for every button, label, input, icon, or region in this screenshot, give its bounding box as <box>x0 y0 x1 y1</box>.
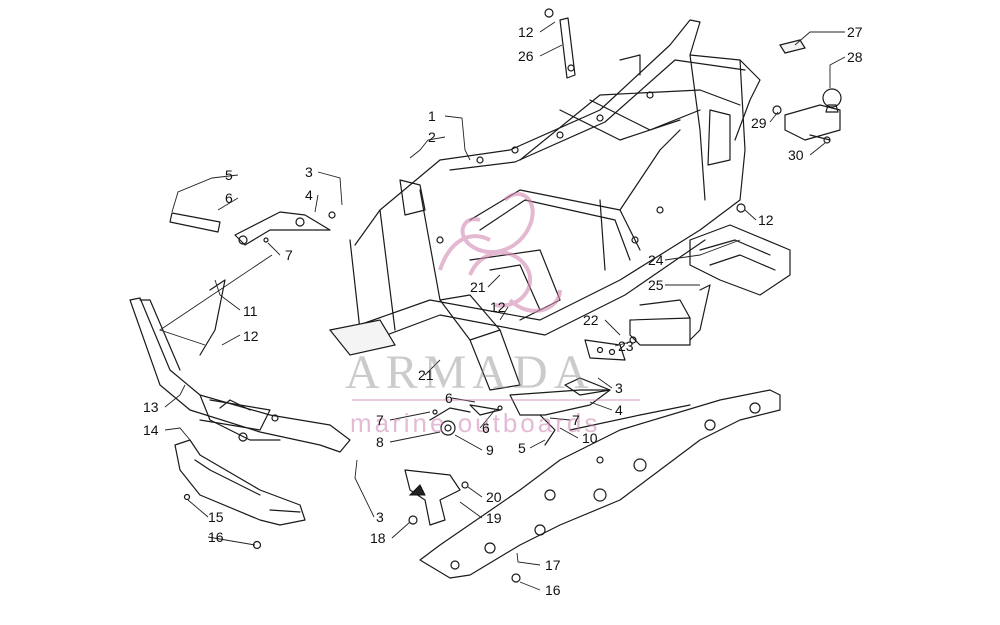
callout-18: 18 <box>370 530 386 546</box>
callout-13: 13 <box>143 399 159 415</box>
callout-7-mid: 7 <box>376 412 384 428</box>
right-footrest <box>629 224 791 346</box>
callout-5-mid: 5 <box>518 440 526 456</box>
watermark-tagline: marine outboards <box>350 408 600 438</box>
callout-26: 26 <box>518 48 534 64</box>
callout-8: 8 <box>376 434 384 450</box>
top-link <box>544 8 746 213</box>
callout-30: 30 <box>788 147 804 163</box>
callout-12-mid: 12 <box>490 299 506 315</box>
mid-footrest-bracket <box>429 377 611 446</box>
callout-11: 11 <box>243 303 258 319</box>
rear-hitch <box>772 39 842 144</box>
callout-4: 4 <box>305 187 313 203</box>
callout-27: 27 <box>847 24 863 40</box>
callout-5: 5 <box>225 167 233 183</box>
armada-logo-icon <box>438 192 562 313</box>
leader-lines <box>158 21 846 591</box>
callout-3-mid: 3 <box>615 380 623 396</box>
callout-21-lower: 21 <box>418 367 434 383</box>
callout-12: 12 <box>243 328 259 344</box>
callout-22: 22 <box>583 312 599 328</box>
callout-20: 20 <box>486 489 502 505</box>
callout-4-mid: 4 <box>615 402 623 418</box>
callout-23: 23 <box>618 338 634 354</box>
callout-7-right: 7 <box>572 412 580 428</box>
callout-19: 19 <box>486 510 502 526</box>
callout-7: 7 <box>285 247 293 263</box>
watermark-brand: ARMADA <box>345 346 594 399</box>
callout-labels: 1 2 3 4 5 6 7 11 12 13 14 15 16 3 18 12 … <box>143 24 863 598</box>
callout-14: 14 <box>143 422 159 438</box>
lower-mount-bracket <box>404 469 469 526</box>
left-footrest-bracket <box>169 211 336 246</box>
callout-3: 3 <box>305 164 313 180</box>
callout-16-lower: 16 <box>545 582 561 598</box>
front-bumper <box>129 279 351 453</box>
callout-12-top: 12 <box>518 24 534 40</box>
rear-bracket <box>584 336 637 361</box>
callout-29: 29 <box>751 115 767 131</box>
main-frame <box>328 19 761 391</box>
callout-10: 10 <box>582 430 598 446</box>
callout-16: 16 <box>208 529 224 545</box>
callout-28: 28 <box>847 49 863 65</box>
callout-15: 15 <box>208 509 224 525</box>
callout-6-right: 6 <box>482 420 490 436</box>
callout-9: 9 <box>486 442 494 458</box>
callout-25: 25 <box>648 277 664 293</box>
front-skid-plate <box>174 439 306 550</box>
callout-6: 6 <box>225 190 233 206</box>
callout-6-mid: 6 <box>445 390 453 406</box>
callout-3-lower: 3 <box>376 509 384 525</box>
callout-2: 2 <box>428 129 436 145</box>
callout-17: 17 <box>545 557 561 573</box>
main-skid-plate <box>419 389 781 583</box>
callout-1: 1 <box>428 108 436 124</box>
watermark: ARMADA marine outboards <box>345 192 640 438</box>
callout-21: 21 <box>470 279 486 295</box>
callout-24: 24 <box>648 252 664 268</box>
callout-12-right: 12 <box>758 212 774 228</box>
